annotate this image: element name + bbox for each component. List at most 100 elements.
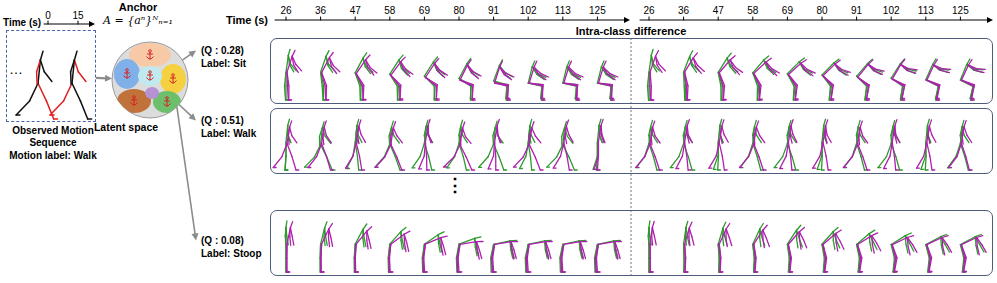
- skeleton-figure: [412, 120, 434, 171]
- anchor-stock: [148, 54, 153, 55]
- tick-label: 36: [678, 5, 689, 16]
- skeleton-bone: [320, 244, 322, 258]
- skeleton-bone: [924, 143, 927, 157]
- skeleton-bone: [292, 136, 297, 143]
- skeleton-bone: [597, 142, 598, 156]
- tick-label: 80: [816, 5, 827, 16]
- skeleton-bone: [500, 67, 505, 75]
- skeleton-bone: [479, 167, 482, 168]
- anchor-arm: [147, 78, 154, 81]
- tick-label: 26: [643, 5, 654, 16]
- skeleton-bone: [762, 230, 763, 239]
- skeleton-bone: [285, 169, 288, 170]
- skeleton-bone: [273, 167, 276, 168]
- anchor-icon: [131, 96, 138, 105]
- skeleton-bone: [562, 128, 565, 136]
- skeleton-bone: [763, 169, 766, 170]
- skeleton-bone: [50, 101, 64, 115]
- skeleton-bone: [542, 99, 545, 100]
- skeleton-bone: [532, 128, 536, 136]
- skeleton-bone: [648, 86, 649, 100]
- skeleton-group: [16, 17, 993, 272]
- skeleton-bone: [685, 228, 690, 244]
- skeleton-bone: [966, 157, 970, 171]
- skeleton-figure: [375, 121, 405, 170]
- skeleton-bone: [650, 258, 651, 272]
- skeleton-bone: [404, 234, 407, 243]
- tick-label: 80: [453, 5, 464, 16]
- skeleton-bone: [441, 236, 447, 238]
- skeleton-bone: [650, 271, 653, 272]
- skeleton-bone: [860, 127, 862, 136]
- skeleton-bone: [399, 86, 400, 100]
- skeleton-bone: [526, 258, 528, 272]
- caption-text: Motion label: Walk: [3, 150, 103, 162]
- skeleton-bone: [896, 169, 899, 170]
- heading-text: Anchor: [88, 1, 188, 14]
- skeleton-bone: [878, 167, 881, 168]
- skeleton-bone: [511, 241, 517, 242]
- skeleton-bone: [755, 120, 757, 126]
- tick-label: 0: [45, 10, 51, 21]
- skeleton-bone: [917, 168, 920, 169]
- skeleton-bone: [685, 244, 686, 258]
- skeleton-bone: [356, 231, 367, 244]
- skeleton-bone: [969, 65, 976, 70]
- axis-tick: [683, 17, 684, 20]
- skeleton-figure: [684, 51, 705, 100]
- skeleton-bone: [364, 238, 366, 247]
- skeleton-bone: [425, 126, 428, 143]
- skeleton-bone: [514, 250, 516, 259]
- skeleton-bone: [532, 122, 534, 128]
- skeleton-bone: [564, 143, 567, 157]
- skeleton-bone: [788, 63, 801, 74]
- skeleton-bone: [420, 143, 424, 156]
- skeleton-bone: [713, 169, 716, 170]
- skeleton-bone: [594, 169, 597, 170]
- skeleton-bone: [438, 232, 444, 235]
- skeleton-bone: [684, 244, 686, 258]
- skeleton-bone: [926, 65, 933, 80]
- skeleton-bone: [392, 121, 394, 127]
- skeleton-bone: [687, 99, 690, 100]
- skeleton-bone: [597, 156, 598, 170]
- skeleton-bone: [477, 241, 484, 242]
- skeleton-bone: [362, 86, 364, 100]
- skeleton-bone: [285, 258, 286, 272]
- skeleton-bone: [840, 241, 844, 249]
- skeleton-bone: [354, 258, 356, 272]
- skeleton-bone: [963, 258, 966, 272]
- skeleton-bone: [795, 99, 798, 100]
- skeleton-bone: [404, 70, 410, 76]
- skeleton-bone: [757, 86, 759, 100]
- tick-label: 125: [952, 5, 969, 16]
- skeleton-bone: [905, 236, 907, 245]
- skeleton-bone: [491, 258, 493, 272]
- skeleton-bone: [723, 222, 726, 228]
- skeleton-bone: [498, 134, 501, 143]
- skeleton-bone: [363, 99, 366, 100]
- skeleton-bone: [972, 86, 974, 100]
- skeleton-bone: [692, 237, 694, 246]
- skeleton-bone: [563, 271, 566, 272]
- skeleton-bone: [288, 49, 290, 55]
- skeleton-bone: [895, 271, 898, 272]
- skeleton-bone: [797, 239, 798, 248]
- skeleton-bone: [359, 86, 361, 100]
- skeleton-bone: [273, 157, 282, 168]
- skeleton-bone: [561, 244, 563, 258]
- skeleton-bone: [64, 83, 72, 101]
- arrowhead: [189, 113, 197, 120]
- skeleton-bone: [456, 244, 459, 258]
- skeleton-bone: [288, 136, 290, 145]
- skeleton-bone: [292, 56, 296, 64]
- skeleton-bone: [391, 75, 401, 85]
- anchor-shank: [134, 98, 135, 105]
- skeleton-bone: [943, 246, 945, 255]
- skeleton-bone: [930, 156, 932, 170]
- skeleton-figure: [595, 240, 622, 272]
- skeleton-bone: [526, 258, 528, 272]
- skeleton-bone: [435, 64, 439, 72]
- skeleton-bone: [858, 236, 872, 245]
- skeleton-bone: [648, 258, 649, 272]
